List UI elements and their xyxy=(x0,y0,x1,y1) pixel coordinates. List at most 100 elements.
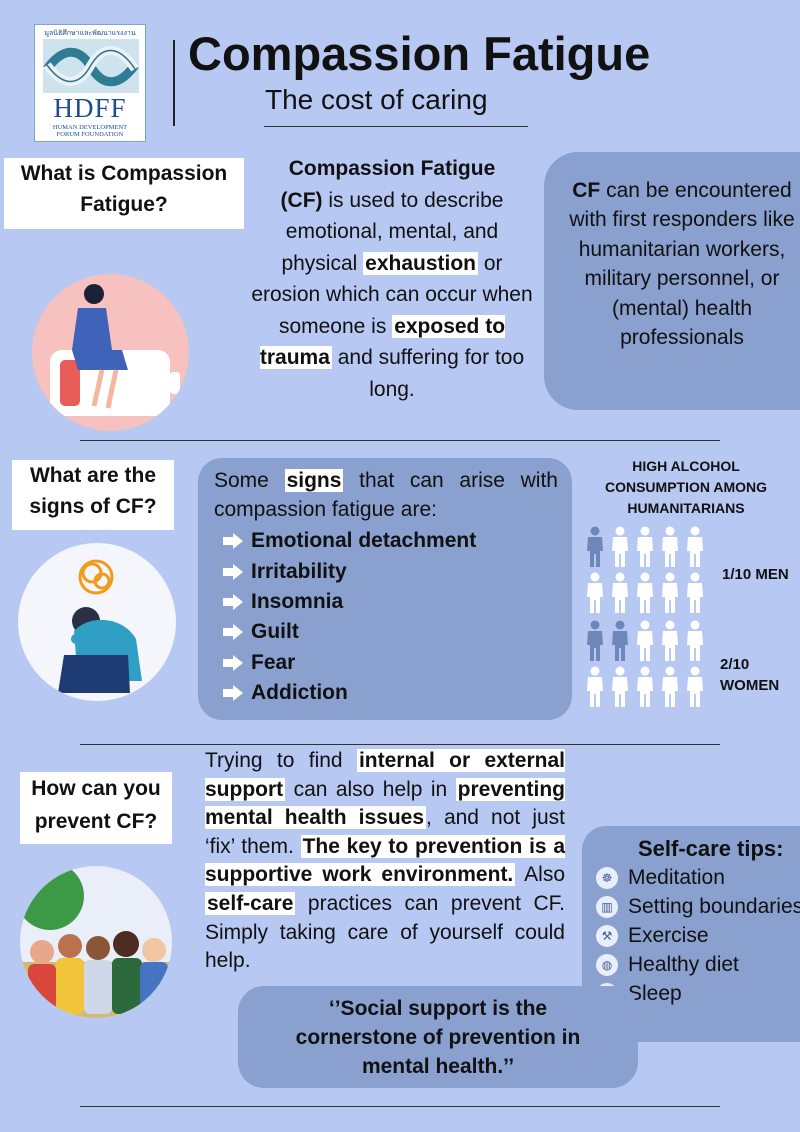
highlight-signs: signs xyxy=(284,469,344,492)
men-figures xyxy=(584,526,716,618)
sign-item: Insomnia xyxy=(222,587,476,617)
knot-logo-icon xyxy=(43,39,139,93)
self-care-tip-label: Sleep xyxy=(628,982,682,1005)
logo-thai-text: มูลนิธิศึกษาและพัฒนาแรงงาน xyxy=(44,30,136,37)
highlighted-phrase: self-care xyxy=(205,891,296,915)
sign-label: Insomnia xyxy=(251,589,344,613)
logo-abbreviation: HDFF xyxy=(53,93,127,123)
quote-card: ‘’Social support is the cornerstone of p… xyxy=(238,986,638,1088)
cf-responders-text: CF can be encountered with first respond… xyxy=(554,176,800,352)
woman-figure-icon xyxy=(684,666,706,708)
exhausted-person-illustration xyxy=(32,274,189,431)
paragraph-text: can also help in xyxy=(285,777,456,801)
food-icon: ◍ xyxy=(596,954,618,976)
highlight-exhaustion: exhaustion xyxy=(363,251,479,275)
man-figure-icon xyxy=(659,572,681,614)
self-care-tips-title: Self-care tips: xyxy=(638,836,784,861)
man-figure-icon xyxy=(584,572,606,614)
quote-text: ‘’Social support is the cornerstone of p… xyxy=(295,997,581,1078)
signs-intro-post: that can arise with compassion fatigue a… xyxy=(214,469,558,521)
self-care-tip: ⚒Exercise xyxy=(596,924,709,948)
section-divider-2 xyxy=(80,744,720,745)
man-figure-icon xyxy=(609,526,631,568)
cf-bold: CF xyxy=(572,179,601,202)
alcohol-stat-title: HIGH ALCOHOL CONSUMPTION AMONG HUMANITAR… xyxy=(604,458,768,516)
logo-name-line1: HUMAN DEVELOPMENT xyxy=(52,124,128,131)
man-figure-icon xyxy=(584,526,606,568)
signs-intro-pre: Some xyxy=(214,469,285,492)
cf-definition-text2: or erosion which can occur when someone … xyxy=(251,251,533,338)
self-care-tip: ☸ Meditation xyxy=(596,866,725,890)
self-care-tip-label: Setting boundaries xyxy=(628,895,800,918)
question-what-is-cf: What is Compassion Fatigue? xyxy=(4,158,244,229)
sign-item: Fear xyxy=(222,648,476,678)
figure-row xyxy=(584,620,716,666)
tangled-thoughts-icon xyxy=(58,559,142,693)
paragraph-text: Trying to find xyxy=(205,749,357,772)
man-figure-icon xyxy=(634,572,656,614)
paragraph-text: practices can prevent CF. Simply taking … xyxy=(205,891,565,973)
figure-row xyxy=(584,572,716,618)
woman-figure-icon xyxy=(584,666,606,708)
man-figure-icon xyxy=(609,572,631,614)
logo-name: HUMAN DEVELOPMENT FORUM FOUNDATION xyxy=(35,124,145,138)
cf-term: Compassion Fatigue xyxy=(288,157,496,180)
figure-row xyxy=(584,526,716,572)
arrow-right-icon xyxy=(223,685,243,702)
women-ratio-label: 2/10 WOMEN xyxy=(720,656,780,694)
question-prevent-cf: How can you prevent CF? xyxy=(20,772,172,844)
section-divider-3 xyxy=(80,1106,720,1107)
sign-label: Guilt xyxy=(251,620,299,644)
figure-row xyxy=(584,666,716,712)
self-care-tip-label: Exercise xyxy=(628,924,709,947)
self-care-tip-label: Healthy diet xyxy=(628,953,739,976)
men-ratio-label: 1/10 MEN xyxy=(722,566,789,583)
sign-item: Guilt xyxy=(222,617,476,647)
sign-item: Irritability xyxy=(222,556,476,586)
page-title: Compassion Fatigue xyxy=(188,27,651,80)
hdff-logo: มูลนิธิศึกษาและพัฒนาแรงงาน HDFF HUMAN DE… xyxy=(34,24,146,142)
sign-item: Emotional detachment xyxy=(222,526,476,556)
low-battery-person-icon xyxy=(50,284,180,416)
cf-responders-card: CF can be encountered with first respond… xyxy=(544,152,800,410)
sign-label: Fear xyxy=(251,650,296,674)
cf-abbr: (CF) xyxy=(280,188,323,212)
section-divider-1 xyxy=(80,440,720,441)
woman-figure-icon xyxy=(584,620,606,662)
woman-figure-icon xyxy=(684,620,706,662)
man-figure-icon xyxy=(684,572,706,614)
cf-definition-text3: and suffering for too long. xyxy=(331,346,525,401)
arrow-right-icon xyxy=(223,654,243,671)
woman-figure-icon xyxy=(634,620,656,662)
prevention-paragraph: Trying to find internal or external supp… xyxy=(205,747,565,976)
header-divider xyxy=(173,40,175,126)
signs-card: Some signs that can arise with compassio… xyxy=(198,458,572,720)
arrow-right-icon xyxy=(223,563,243,580)
sign-item: Addiction xyxy=(222,678,476,708)
cf-definition: Compassion Fatigue (CF) is used to descr… xyxy=(250,153,534,405)
logo-name-line2: FORUM FOUNDATION xyxy=(56,131,124,138)
cf-responders-body: can be encountered with first responders… xyxy=(569,179,795,350)
support-group-illustration xyxy=(20,866,172,1018)
arrow-right-icon xyxy=(223,593,243,610)
arrow-right-icon xyxy=(223,624,243,641)
signs-intro: Some signs that can arise with compassio… xyxy=(214,466,558,524)
meditation-icon: ☸ xyxy=(596,867,618,889)
sign-label: Irritability xyxy=(251,559,347,583)
man-figure-icon xyxy=(634,526,656,568)
question-signs-of-cf: What are the signs of CF? xyxy=(12,460,174,530)
self-care-tip: ◍ Healthy diet xyxy=(596,953,739,977)
woman-figure-icon xyxy=(659,666,681,708)
subtitle-underline xyxy=(264,126,528,127)
cf-definition-text1: is used to describe emotional, mental, a… xyxy=(281,188,504,275)
women-figures xyxy=(584,620,716,712)
self-care-tip-label: Meditation xyxy=(628,866,725,889)
woman-figure-icon xyxy=(659,620,681,662)
page-subtitle: The cost of caring xyxy=(265,84,488,115)
arrow-right-icon xyxy=(223,533,243,550)
group-of-people-icon xyxy=(20,866,172,1018)
stressed-person-illustration xyxy=(18,543,176,701)
paragraph-text: , and not just ‘fix’ them. xyxy=(205,806,565,858)
fence-icon: ▥ xyxy=(596,896,618,918)
